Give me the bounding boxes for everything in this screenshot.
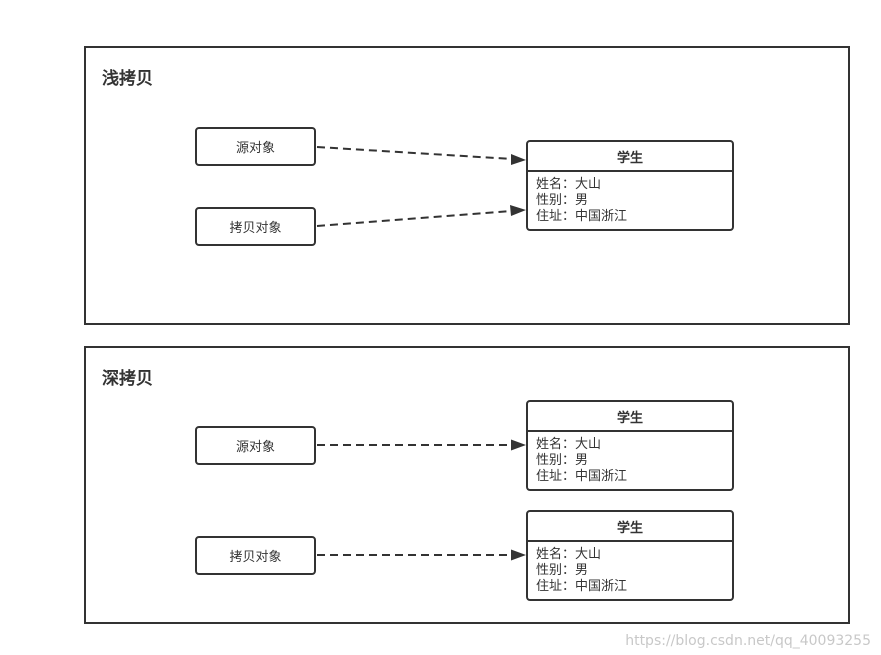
shallow-student-class-box[interactable]: 学生 姓名：大山 性别：男 住址：中国浙江 [526,140,734,231]
shallow-student-attributes: 姓名：大山 性别：男 住址：中国浙江 [528,172,732,225]
deep-copy-object[interactable]: 拷贝对象 [195,536,316,575]
deep-copy-object-label: 拷贝对象 [229,550,282,565]
shallow-copy-title: 浅拷贝 [102,69,153,89]
deep-student-1-gender: 性别：男 [536,453,589,468]
deep-student-class-box-1[interactable]: 学生 姓名：大山 性别：男 住址：中国浙江 [526,400,734,491]
deep-source-object-label: 源对象 [235,440,275,455]
deep-student-2-address: 住址：中国浙江 [536,579,628,594]
shallow-student-name: 姓名：大山 [536,177,602,192]
deep-student-2-name: 姓名：大山 [536,547,602,562]
deep-student-2-header: 学生 [528,512,732,542]
deep-source-object[interactable]: 源对象 [195,426,316,465]
deep-student-1-address: 住址：中国浙江 [536,469,628,484]
shallow-source-object-label: 源对象 [235,141,275,156]
shallow-student-address: 住址：中国浙江 [536,209,628,224]
deep-copy-title: 深拷贝 [102,369,153,389]
deep-student-2-attributes: 姓名：大山 性别：男 住址：中国浙江 [528,542,732,595]
shallow-student-gender: 性别：男 [536,193,589,208]
shallow-copy-panel: 浅拷贝 [84,46,850,325]
shallow-copy-object-label: 拷贝对象 [229,221,282,236]
deep-student-1-name: 姓名：大山 [536,437,602,452]
deep-student-2-gender: 性别：男 [536,563,589,578]
deep-student-1-header: 学生 [528,402,732,432]
deep-copy-panel: 深拷贝 [84,346,850,624]
deep-student-1-attributes: 姓名：大山 性别：男 住址：中国浙江 [528,432,732,485]
shallow-student-header: 学生 [528,142,732,172]
shallow-copy-object[interactable]: 拷贝对象 [195,207,316,246]
deep-student-class-box-2[interactable]: 学生 姓名：大山 性别：男 住址：中国浙江 [526,510,734,601]
shallow-source-object[interactable]: 源对象 [195,127,316,166]
watermark: https://blog.csdn.net/qq_40093255 [625,633,871,649]
